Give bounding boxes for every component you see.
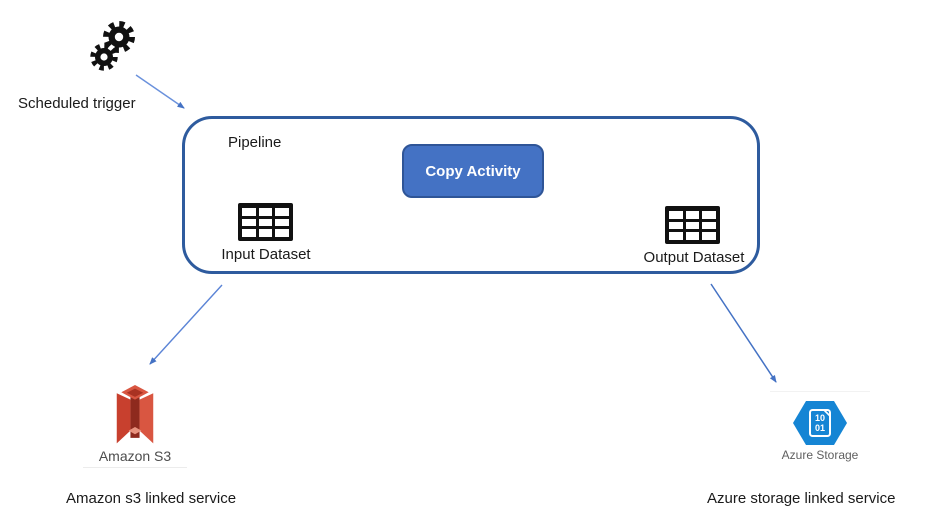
pipeline-title: Pipeline xyxy=(228,134,282,151)
amazon-s3-figure: Amazon S3 xyxy=(83,385,187,468)
pipeline-container: Pipeline Copy Activity Input Dataset Out… xyxy=(182,116,760,274)
input-dataset-label: Input Dataset xyxy=(221,246,311,263)
output-dataset-icon xyxy=(665,206,720,244)
azure-storage-icon-label: Azure Storage xyxy=(781,448,859,462)
amazon-s3-icon-label: Amazon S3 xyxy=(98,448,172,464)
copy-activity-node: Copy Activity xyxy=(402,144,544,198)
azure-storage-figure: 10 01 Azure Storage xyxy=(770,391,870,462)
input-to-s3-arrow xyxy=(149,284,223,365)
amazon-s3-icon xyxy=(116,385,154,444)
output-dataset-label: Output Dataset xyxy=(643,249,745,266)
azure-storage-caption: Azure storage linked service xyxy=(707,490,896,507)
scheduled-trigger-label: Scheduled trigger xyxy=(18,95,136,112)
amazon-s3-caption: Amazon s3 linked service xyxy=(66,490,237,507)
gears-icon xyxy=(90,21,135,71)
trigger-to-pipeline-arrow xyxy=(135,74,185,109)
azure-storage-icon: 10 01 xyxy=(793,401,847,445)
azure-icon-digits-top: 10 xyxy=(815,413,825,423)
input-dataset-icon xyxy=(238,203,293,241)
copy-activity-label: Copy Activity xyxy=(425,162,521,180)
output-to-azure-arrow xyxy=(710,283,777,383)
azure-icon-digits-bottom: 01 xyxy=(815,423,825,433)
